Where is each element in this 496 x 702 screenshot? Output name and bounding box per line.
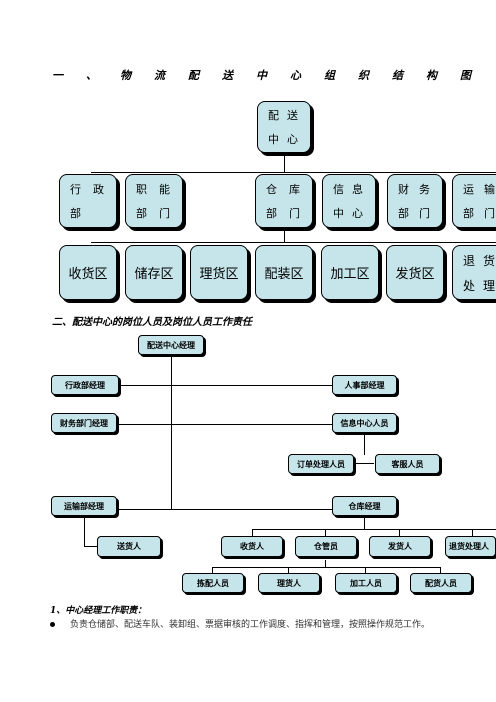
- role-warehouse-keeper: 仓管员: [295, 536, 357, 557]
- section1-title: 1、中心经理工作职责：: [50, 606, 147, 616]
- connector: [84, 516, 85, 547]
- connector: [252, 529, 253, 536]
- connector: [91, 172, 496, 173]
- bullet-text: 负责仓储部、配送车队、装卸组、票据审核的工作调度、指挥和管理，按照操作规范工作。: [70, 620, 431, 630]
- role-processor: 加工人员: [335, 573, 397, 593]
- area-assembly: 配装区: [255, 245, 313, 300]
- connector: [364, 516, 365, 530]
- area-storage: 储存区: [125, 245, 183, 300]
- role-sorter: 理货人: [258, 573, 320, 593]
- connector: [212, 567, 441, 568]
- dept-administration: 行政 部: [59, 174, 117, 228]
- connector: [284, 155, 285, 173]
- connector: [364, 431, 365, 455]
- role-order-processor: 订单处理人员: [288, 454, 354, 474]
- role-shipper: 发货人: [369, 536, 431, 557]
- chart1-heading: 一、物流配送中心组织结构图: [52, 69, 471, 82]
- connector: [399, 529, 400, 536]
- connector: [84, 546, 98, 547]
- connector: [288, 567, 289, 573]
- role-info-center-staff: 信息中心人员: [332, 413, 397, 433]
- role-returns-handler: 退货处理人: [445, 536, 496, 557]
- connector: [113, 385, 335, 386]
- area-processing: 加工区: [321, 245, 379, 300]
- connector: [472, 529, 473, 536]
- area-receiving: 收货区: [59, 245, 117, 300]
- org-root-distribution-center: 配送 中心: [257, 101, 311, 153]
- role-hr-manager: 人事部经理: [332, 375, 397, 395]
- dept-finance: 财务 部门: [387, 174, 443, 228]
- area-returns: 退货 处理: [452, 245, 496, 300]
- role-picker: 拣配人员: [182, 573, 244, 593]
- role-warehouse-manager: 仓库经理: [332, 496, 397, 516]
- area-shipping: 发货区: [386, 245, 444, 300]
- role-customer-service: 客服人员: [375, 454, 440, 474]
- connector: [116, 424, 334, 425]
- role-finance-manager: 财务部门经理: [51, 413, 117, 433]
- dept-warehouse: 仓库 部门: [255, 174, 313, 228]
- role-admin-manager: 行政部经理: [51, 375, 119, 395]
- role-delivery: 送货人: [97, 536, 161, 557]
- connector: [212, 567, 213, 573]
- connector: [252, 529, 496, 530]
- connector: [91, 242, 496, 243]
- dept-information-center: 信息 中心: [322, 174, 376, 228]
- dept-transport: 运输 部门: [452, 174, 496, 228]
- role-transport-manager: 运输部经理: [51, 496, 117, 516]
- role-receiver: 收货人: [221, 536, 283, 557]
- connector: [284, 227, 285, 243]
- role-loader: 配货人员: [410, 573, 472, 593]
- dept-functional: 职能 部门: [125, 174, 183, 228]
- bullet-icon: [50, 622, 55, 627]
- connector: [171, 355, 172, 510]
- connector: [325, 560, 326, 568]
- role-center-manager: 配送中心经理: [138, 335, 204, 355]
- connector: [115, 509, 334, 510]
- connector: [325, 529, 326, 536]
- section2-heading: 二、配送中心的岗位人员及岗位人员工作责任: [52, 317, 252, 328]
- bullet-item: 负责仓储部、配送车队、装卸组、票据审核的工作调度、指挥和管理，按照操作规范工作。: [50, 618, 460, 632]
- area-sorting: 理货区: [190, 245, 248, 300]
- connector: [352, 463, 374, 464]
- connector: [365, 567, 366, 573]
- connector: [440, 567, 441, 573]
